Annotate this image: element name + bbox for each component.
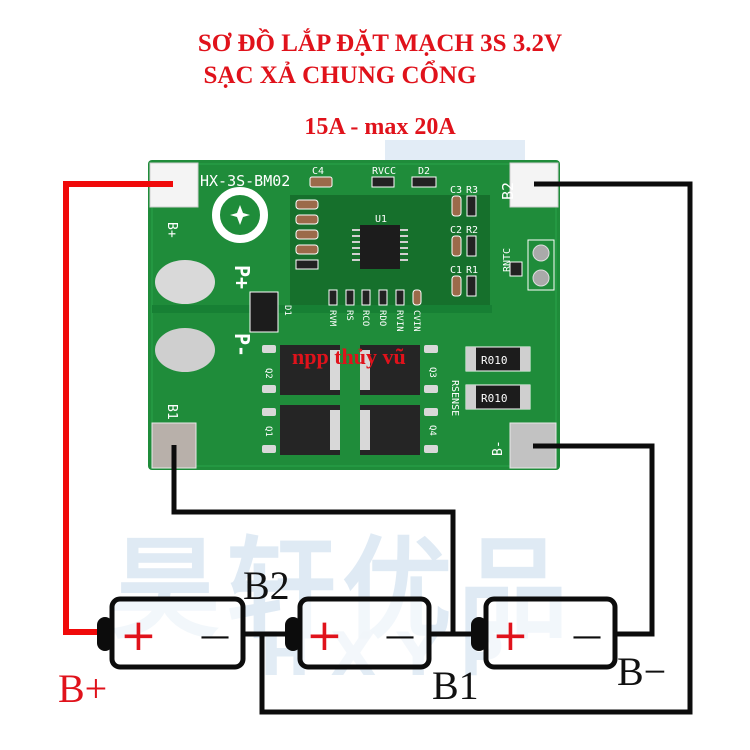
battery-2: + — [285,596,432,670]
battery-3-terminal [471,617,487,651]
battery-2-plus: + [306,610,343,661]
svg-text:Q2: Q2 [263,368,273,379]
board-logo-icon [212,187,268,243]
label-b-minus: B− [617,649,667,694]
pad-p-plus-label: P+ [230,265,254,289]
battery-3-plus: + [492,610,529,661]
ntc-header [527,239,555,291]
overlay-watermark: npp thủy vũ [292,344,406,369]
label-rsense: RSENSE [449,380,460,416]
label-u1: U1 [375,214,387,225]
cap-column [295,199,319,270]
svg-text:CVIN: CVIN [411,310,421,332]
mosfets: Q2 Q1 Q3 Q4 [262,345,438,455]
svg-text:Q3: Q3 [427,367,437,378]
wire-b2 [259,181,693,715]
battery-1-plus: + [120,610,157,661]
pcb-copper-divider [152,305,492,313]
resistor-row: RVM RS RCO RDO RVIN CVIN [327,289,422,332]
label-rntc: RNTC [502,248,513,272]
pad-b1-label: B1 [164,404,179,420]
ntc-hole-1 [532,244,550,262]
svg-text:Q4: Q4 [427,425,437,436]
ic-u1 [360,225,400,269]
battery-1-terminal [97,617,113,651]
title-line-1: SƠ ĐỒ LẮP ĐẶT MẠCH 3S 3.2V [197,30,563,57]
svg-text:C2: C2 [450,225,462,236]
board-model-label: HX-3S-BM02 [200,172,290,190]
svg-text:RVIN: RVIN [394,310,404,332]
wire-b1 [171,445,456,632]
svg-text:R2: R2 [466,225,478,236]
svg-text:C1: C1 [450,265,462,276]
battery-3-body [483,596,618,670]
battery-1-minus: — [200,619,230,654]
sense-resistor-1: R010 [465,346,531,372]
wire-b-minus [533,443,655,637]
svg-text:RDO: RDO [377,310,387,326]
battery-2-body [297,596,432,670]
svg-text:RCO: RCO [360,310,370,326]
pad-p-minus-label: P- [230,333,254,357]
label-d1: D1 [282,305,292,316]
pcb-board: B+ B2 B1 B- P+ P- HX-3S-BM02 C4 RVCC D2 [148,160,560,470]
wires [63,181,693,715]
label-rvcc: RVCC [372,166,396,177]
svg-text:C3: C3 [450,185,462,196]
pad-p-plus [155,260,215,304]
battery-2-terminal [285,617,301,651]
pad-p-minus [155,328,215,372]
svg-text:R010: R010 [481,392,508,405]
right-components: C3 R3 C2 R2 C1 R1 [450,185,478,297]
svg-text:Q1: Q1 [263,426,273,437]
svg-text:R010: R010 [481,354,508,367]
label-d2: D2 [418,166,430,177]
label-c4: C4 [312,166,324,177]
diode-d1 [249,291,279,333]
svg-text:R3: R3 [466,185,478,196]
svg-text:RVM: RVM [327,310,337,327]
battery-1-body [109,596,246,670]
ntc-hole-2 [532,269,550,287]
svg-text:R1: R1 [466,265,478,276]
resistor-rvcc [371,176,395,188]
ic-u1-pins [352,229,408,261]
wire-b-plus [63,181,173,635]
sense-resistor-2: R010 [465,384,531,410]
svg-text:RS: RS [344,310,354,321]
label-b1: B1 [432,663,479,708]
pad-b-minus-label: B- [491,440,506,456]
battery-1: + — [97,596,246,670]
title-line-2: SẠC XẢ CHUNG CỔNG [203,62,477,89]
battery-2-minus: — [385,619,415,654]
title-line-3: 15A - max 20A [304,114,456,140]
ntc-resistor [509,261,523,277]
pad-b-plus-label: B+ [164,222,179,238]
pad-b2-label: B2 [499,182,517,200]
label-b-plus: B+ [58,666,108,711]
battery-3-minus: — [572,619,602,654]
battery-3: + — [471,596,618,670]
pcb-edge [151,163,557,467]
cap-c4 [309,176,333,188]
diode-d2 [411,176,437,188]
label-b2: B2 [243,563,290,608]
